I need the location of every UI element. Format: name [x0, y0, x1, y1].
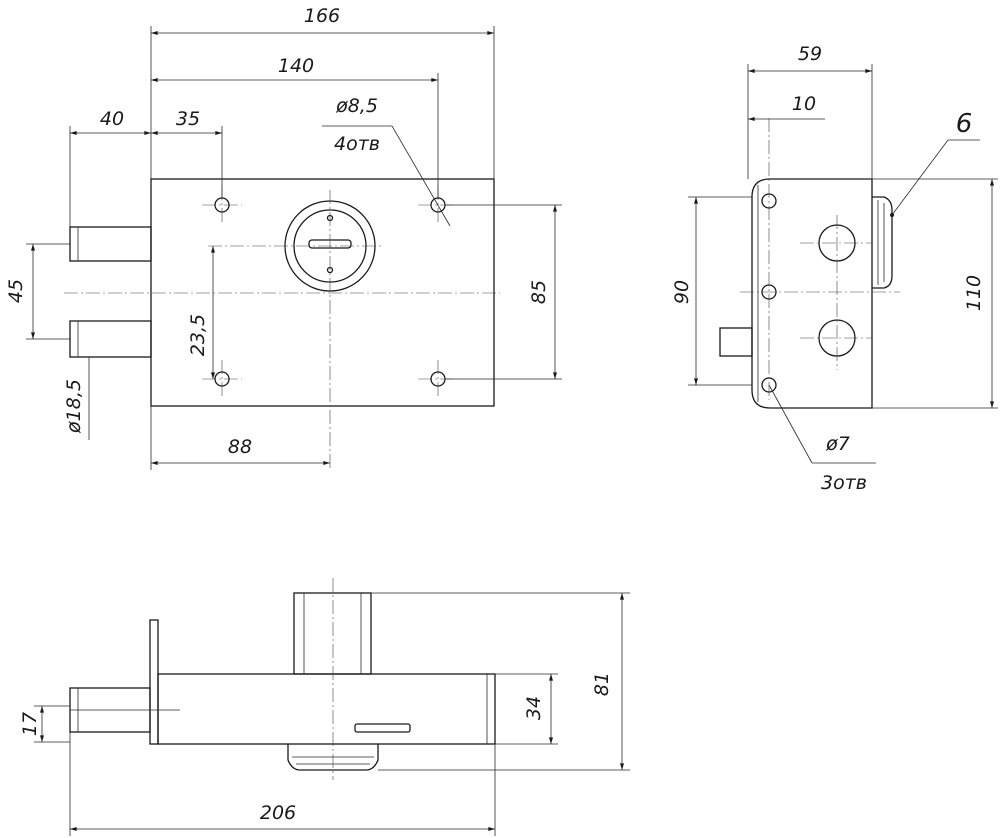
front-bolt-lower: [69, 320, 152, 358]
dim-height: 85: [528, 280, 550, 304]
dim-offset: 10: [792, 93, 816, 115]
dim-body-thickness: 34: [523, 696, 545, 720]
dim-bolt-thickness: 17: [19, 712, 41, 736]
side-hole-diameter-label: ø7: [825, 433, 850, 455]
front-bolt-upper: [69, 226, 152, 262]
dim-total-height: 81: [591, 672, 613, 696]
side-body: [751, 178, 873, 409]
top-flange: [149, 619, 159, 745]
top-body: [157, 673, 496, 745]
side-bolt-stub: [719, 327, 753, 357]
side-view: 59 10 6 90 110 ø7 3отв: [671, 43, 998, 494]
dim-key-to-hole: 35: [176, 108, 200, 130]
dim-depth: 59: [798, 43, 822, 65]
top-view: 206 17 34 81: [19, 578, 630, 836]
dim-inner-height: 90: [671, 280, 693, 304]
dim-overall-width: 166: [304, 5, 340, 27]
front-hole-diameter-label: ø8,5: [335, 95, 378, 117]
dim-hole-spacing: 140: [278, 55, 314, 77]
dim-bolt-diameter: ø18,5: [63, 379, 85, 434]
dim-bolt-projection: 40: [100, 108, 124, 130]
callout-item-number: 6: [956, 109, 973, 139]
front-hole-count-label: 4отв: [334, 133, 380, 155]
top-key-slot: [354, 723, 411, 733]
top-cylinder-housing: [293, 592, 372, 675]
front-view: 166 140 40 35 ø8,5 4отв 85 45 23,5 ø18,5: [5, 5, 562, 470]
front-body-plate: [150, 178, 495, 407]
side-hole-count-label: 3отв: [821, 472, 867, 494]
dim-bolt-spacing: 45: [5, 279, 27, 303]
top-bolt: [69, 687, 180, 733]
dim-vertical-hole: 23,5: [187, 314, 209, 356]
dim-outer-height: 110: [963, 275, 985, 311]
dim-key-position: 88: [228, 436, 252, 458]
dim-total-length: 206: [260, 802, 296, 824]
side-cylinder-head: [872, 196, 893, 289]
